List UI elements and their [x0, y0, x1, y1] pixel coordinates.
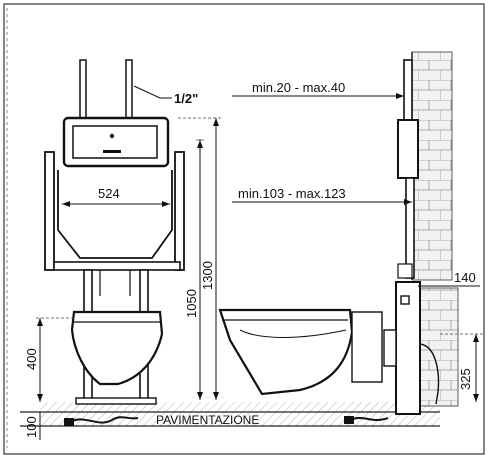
pipe-size-label: 1/2" [174, 91, 198, 106]
front-toilet-bowl [70, 310, 164, 386]
front-view-frame [44, 59, 185, 405]
depth-top-label: min.20 - max.40 [252, 80, 345, 95]
side-toilet-bowl [218, 308, 383, 396]
drain-height-dimension: 325 [440, 333, 484, 402]
depth-top-dimension: min.20 - max.40 [232, 80, 404, 99]
side-frame [383, 59, 440, 415]
drain-height-label: 325 [458, 368, 473, 390]
height-dimensions: 1050 1300 [178, 117, 222, 400]
height-100-label: 100 [24, 416, 39, 438]
bowl-height-dimensions: 400 100 [24, 317, 76, 440]
outer-border [3, 3, 485, 455]
floor-drain-pipes [64, 416, 389, 426]
height-1050-label: 1050 [184, 289, 199, 318]
width-label: 524 [98, 186, 120, 201]
wall-offset-label: 140 [454, 270, 476, 285]
pipe-size-annotation: 1/2" [133, 85, 198, 106]
depth-mid-label: min.103 - max.123 [238, 186, 346, 201]
depth-mid-dimension: min.103 - max.123 [232, 186, 412, 205]
height-400-label: 400 [24, 348, 39, 370]
floor-label: PAVIMENTAZIONE [156, 413, 259, 427]
height-1300-label: 1300 [200, 261, 215, 290]
width-dimension: 524 [62, 186, 170, 207]
floor [20, 402, 440, 427]
wall-offset-dimension: 140 [418, 270, 480, 287]
